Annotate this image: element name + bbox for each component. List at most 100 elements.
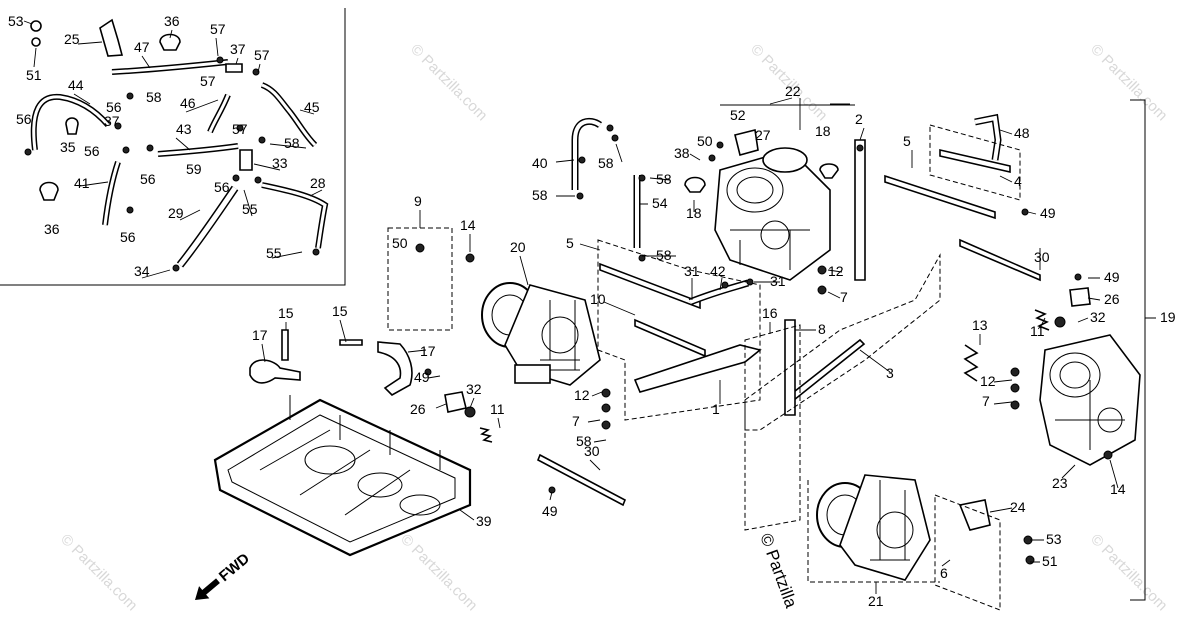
callout-58: 58 xyxy=(146,89,162,105)
carburetor-20 xyxy=(481,282,601,386)
callout-58: 58 xyxy=(598,155,614,171)
callout-57: 57 xyxy=(210,21,226,37)
watermark-layer: © Partzilla.com © Partzilla.com © Partzi… xyxy=(57,41,1170,614)
group-frame-8 xyxy=(744,324,801,531)
callout-56: 56 xyxy=(84,143,100,159)
bolt-15b xyxy=(339,339,363,346)
callout-58: 58 xyxy=(284,135,300,151)
clip-25 xyxy=(99,18,124,57)
hose-40 xyxy=(571,117,603,190)
callout-56: 56 xyxy=(120,229,136,245)
callout-37: 37 xyxy=(230,41,246,57)
callout-30: 30 xyxy=(1034,249,1050,265)
joint-33 xyxy=(239,149,253,171)
hose-28 xyxy=(261,182,329,249)
callout-49: 49 xyxy=(1104,269,1120,285)
group-frame-6 xyxy=(934,494,1001,611)
callout-57: 57 xyxy=(254,47,270,63)
callout-2: 2 xyxy=(855,111,863,127)
shaft-10 xyxy=(634,318,706,358)
callout-12: 12 xyxy=(574,387,590,403)
carburetor-21 xyxy=(816,474,931,581)
callout-36: 36 xyxy=(44,221,60,237)
callout-55: 55 xyxy=(266,245,282,261)
callout-49: 49 xyxy=(1040,205,1056,221)
clip-35 xyxy=(65,117,79,135)
joint-37 xyxy=(225,63,243,73)
callout-11: 11 xyxy=(490,401,505,417)
group-frame-19 xyxy=(1130,99,1146,601)
airbox-39 xyxy=(213,395,472,557)
callout-27: 27 xyxy=(755,127,771,143)
callout-36: 36 xyxy=(164,13,180,29)
callout-14: 14 xyxy=(1110,481,1126,497)
callout-5: 5 xyxy=(566,235,574,251)
group-frame-1 xyxy=(597,239,761,421)
link-1 xyxy=(633,344,762,393)
callout-51: 51 xyxy=(1042,553,1058,569)
callout-53: 53 xyxy=(8,13,24,29)
callout-1: 1 xyxy=(712,401,720,417)
bracket-26a xyxy=(444,391,467,413)
callout-21: 21 xyxy=(868,593,884,609)
callout-47: 47 xyxy=(134,39,150,55)
callout-39: 39 xyxy=(476,513,492,529)
callout-24: 24 xyxy=(1010,499,1026,515)
callout-58: 58 xyxy=(532,187,548,203)
choke-18a xyxy=(684,176,706,193)
clamp-36b xyxy=(39,181,59,201)
callout-13: 13 xyxy=(972,317,988,333)
watermark: © Partzilla.com xyxy=(407,41,490,124)
callout-58: 58 xyxy=(656,247,672,263)
callout-18: 18 xyxy=(686,205,702,221)
callout-31: 31 xyxy=(684,263,700,279)
callout-15: 15 xyxy=(278,305,294,321)
bracket-26b xyxy=(1069,287,1091,307)
bolt-15a xyxy=(281,329,289,361)
callout-7: 7 xyxy=(840,289,848,305)
callout-29: 29 xyxy=(168,205,184,221)
callout-46: 46 xyxy=(180,95,196,111)
group-frame-9 xyxy=(387,227,453,331)
callout-20: 20 xyxy=(510,239,526,255)
callout-9: 9 xyxy=(414,193,422,209)
callout-14: 14 xyxy=(460,217,476,233)
callout-25: 25 xyxy=(64,31,80,47)
bracket-17b xyxy=(377,341,413,396)
callout-50: 50 xyxy=(392,235,408,251)
callout-15: 15 xyxy=(332,303,348,319)
group-frame-3 xyxy=(744,253,941,431)
callout-7: 7 xyxy=(572,413,580,429)
callout-37: 37 xyxy=(104,113,120,129)
callout-26: 26 xyxy=(410,401,426,417)
callout-57: 57 xyxy=(200,73,216,89)
link-3 xyxy=(788,338,866,402)
callout-16: 16 xyxy=(762,305,778,321)
callout-48: 48 xyxy=(1014,125,1030,141)
callout-56: 56 xyxy=(140,171,156,187)
callout-17: 17 xyxy=(252,327,268,343)
callout-19: 19 xyxy=(1160,309,1176,325)
callout-17: 17 xyxy=(420,343,436,359)
callout-6: 6 xyxy=(940,565,948,581)
callout-59: 59 xyxy=(186,161,202,177)
washer-51 xyxy=(31,37,41,47)
bracket-24 xyxy=(958,499,991,531)
callout-11: 11 xyxy=(1030,323,1045,339)
callout-18: 18 xyxy=(815,123,831,139)
callout-45: 45 xyxy=(304,99,320,115)
bracket-17a xyxy=(249,359,301,384)
callout-10: 10 xyxy=(590,291,606,307)
callout-26: 26 xyxy=(1104,291,1120,307)
clamp-36 xyxy=(159,33,181,51)
callout-22: 22 xyxy=(785,83,801,99)
watermark-stamp-text: © Partzilla xyxy=(756,531,801,611)
callout-41: 41 xyxy=(74,175,90,191)
callout-43: 43 xyxy=(176,121,192,137)
callout-56: 56 xyxy=(106,99,122,115)
callout-50: 50 xyxy=(697,133,713,149)
callout-53: 53 xyxy=(1046,531,1062,547)
callout-54: 54 xyxy=(652,195,668,211)
shaft-5b xyxy=(884,174,996,220)
